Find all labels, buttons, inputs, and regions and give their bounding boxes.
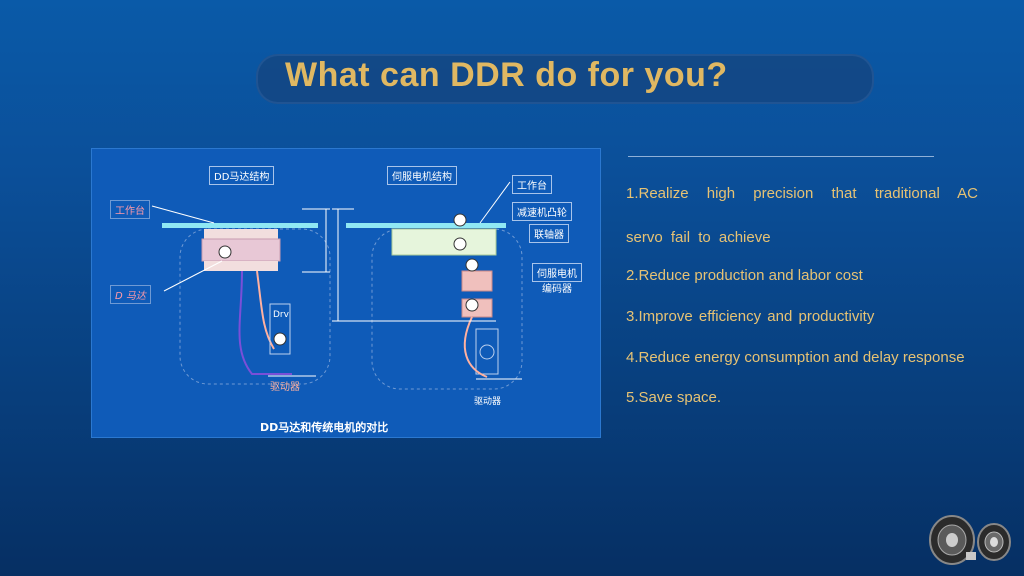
title-banner xyxy=(256,54,874,104)
leader-dd-motor xyxy=(163,260,223,292)
motor-comparison-diagram: Drv DD马达结构 伺服电机结构 工作台 D 马达 工作台 减速 xyxy=(91,148,601,438)
dd-worktable-plate xyxy=(162,223,318,228)
servo-marker-3 xyxy=(465,258,479,272)
benefit-1-line-2: servo fail to achieve xyxy=(626,229,771,246)
leader-worktable-right xyxy=(479,181,511,224)
dd-motor-product-icon xyxy=(926,508,1016,573)
dd-motor-label: D 马达 xyxy=(110,285,151,304)
drv-text: Drv xyxy=(273,310,290,320)
servo-worktable-plate xyxy=(346,223,506,228)
worktable-left-label: 工作台 xyxy=(110,200,150,219)
driver-left-label: 驱动器 xyxy=(270,382,300,393)
benefit-2: 2.Reduce production and labor cost xyxy=(626,267,863,284)
benefit-4: 4.Reduce energy consumption and delay re… xyxy=(626,349,965,366)
section-divider xyxy=(628,156,934,157)
leader-worktable-left xyxy=(151,205,215,224)
driver-right-label: 驱动器 xyxy=(474,397,502,407)
dd-marker-2 xyxy=(273,332,287,346)
servo-cable-pink xyxy=(463,316,488,378)
servo-motor-block xyxy=(461,270,493,292)
dd-marker-1 xyxy=(218,245,232,259)
benefit-1-line-1: 1.Realize high precision that traditiona… xyxy=(626,185,978,202)
benefit-3: 3.Improve efficiency and productivity xyxy=(626,308,875,325)
dd-cable-purple xyxy=(238,270,292,375)
benefit-5: 5.Save space. xyxy=(626,389,722,406)
servo-marker-2 xyxy=(453,237,467,251)
servo-motor-label: 伺服电机 xyxy=(532,263,582,282)
servo-marker-1 xyxy=(453,213,467,227)
servo-housing-outline xyxy=(371,228,523,390)
diagram-drawing: Drv xyxy=(151,181,523,390)
servo-structure-label: 伺服电机结构 xyxy=(387,166,457,185)
dd-motor-top xyxy=(204,229,278,239)
dd-motor-bottom xyxy=(204,261,278,271)
worktable-right-label: 工作台 xyxy=(512,175,552,194)
encoder-label: 编码器 xyxy=(542,284,572,295)
dd-driver-box xyxy=(269,303,291,355)
reducer-cam-label: 减速机凸轮 xyxy=(512,202,572,221)
dd-housing-outline xyxy=(179,228,331,385)
coupling-label: 联轴器 xyxy=(529,224,569,243)
dd-cable-pink xyxy=(256,270,275,350)
diagram-caption: DD马达和传统电机的对比 xyxy=(260,421,389,434)
dd-motor-body xyxy=(201,238,281,262)
servo-marker-4 xyxy=(465,298,479,312)
slide-title: What can DDR do for you? xyxy=(285,56,728,94)
servo-marker-5 xyxy=(479,344,495,360)
reducer-block xyxy=(391,228,497,256)
dd-structure-label: DD马达结构 xyxy=(209,166,275,185)
servo-driver-box xyxy=(475,328,499,375)
